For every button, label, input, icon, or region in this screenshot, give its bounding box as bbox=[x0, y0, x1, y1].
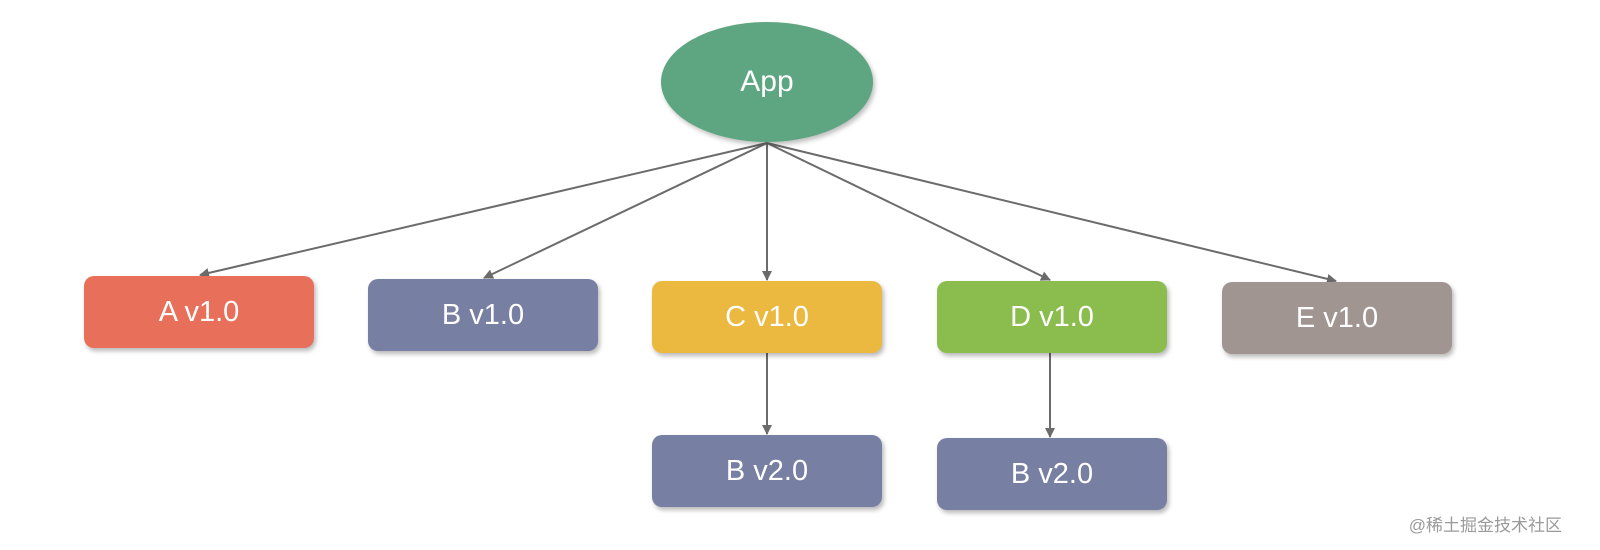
node-b-v2-under-c: B v2.0 bbox=[652, 435, 882, 507]
node-app-label: App bbox=[740, 65, 794, 98]
node-label: B v2.0 bbox=[725, 454, 809, 487]
node-d-v1: D v1.0 bbox=[937, 281, 1167, 353]
edge-app-to-e bbox=[766, 142, 1337, 284]
node-label: E v1.0 bbox=[1295, 301, 1379, 334]
node-label: C v1.0 bbox=[725, 300, 809, 333]
node-e-v1: E v1.0 bbox=[1222, 282, 1452, 354]
edge-app-to-a bbox=[199, 142, 768, 278]
node-a-v1: A v1.0 bbox=[84, 276, 314, 348]
watermark: @稀土掘金技术社区 bbox=[1408, 516, 1562, 535]
node-label: D v1.0 bbox=[1010, 300, 1094, 333]
node-app: App bbox=[661, 22, 873, 142]
node-label: B v2.0 bbox=[1010, 457, 1094, 490]
node-c-v1: C v1.0 bbox=[652, 281, 882, 353]
node-b-v1: B v1.0 bbox=[368, 279, 598, 351]
node-label: A v1.0 bbox=[158, 295, 240, 328]
edge-app-to-d bbox=[766, 142, 1051, 281]
node-label: B v1.0 bbox=[441, 298, 525, 331]
node-b-v2-under-d: B v2.0 bbox=[937, 438, 1167, 510]
edge-app-to-b bbox=[483, 142, 768, 279]
